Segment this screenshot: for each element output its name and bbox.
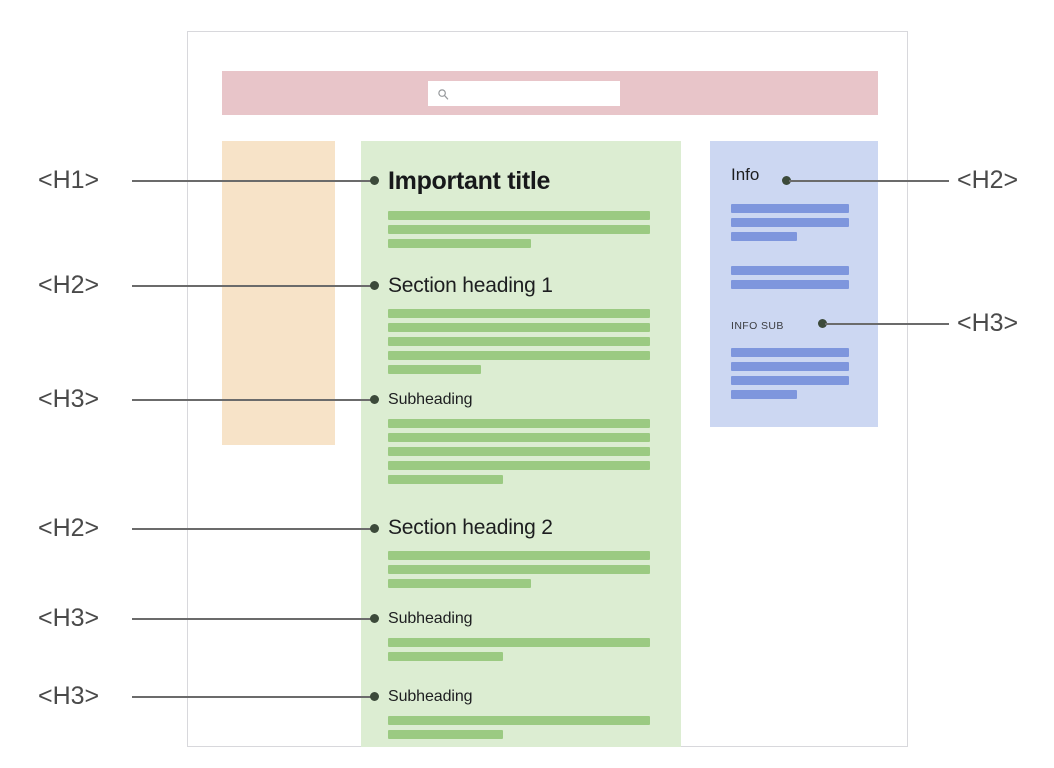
text-line: [388, 419, 650, 428]
h3-subheading-2: Subheading: [388, 610, 473, 627]
annotation-leader-line: [132, 528, 374, 530]
info-paragraph-block: [731, 204, 849, 241]
text-line: [388, 239, 531, 248]
info-paragraph-block: [731, 266, 849, 289]
annotation-leader-line: [825, 323, 949, 325]
text-line: [731, 280, 849, 289]
text-line: [388, 475, 503, 484]
info-h3: INFO SUB: [731, 320, 784, 332]
paragraph-block: [388, 551, 650, 588]
annotation-leader-line: [132, 618, 374, 620]
annotation-leader-line: [132, 180, 374, 182]
annotation-dot: [782, 176, 791, 185]
text-line: [388, 461, 650, 470]
annotation-dot: [370, 176, 379, 185]
annotation-label-h2: <H2>: [38, 271, 100, 299]
annotation-dot: [370, 281, 379, 290]
annotation-dot: [370, 692, 379, 701]
paragraph-block: [388, 716, 650, 739]
paragraph-block: [388, 309, 650, 374]
annotation-label-h3: <H3>: [38, 682, 100, 710]
annotation-label-h3: <H3>: [38, 604, 100, 632]
h2-section-heading-1: Section heading 1: [388, 274, 553, 297]
text-line: [731, 348, 849, 357]
text-line: [388, 447, 650, 456]
h1-important-title: Important title: [388, 167, 551, 195]
annotation-leader-line: [132, 399, 374, 401]
text-line: [388, 638, 650, 647]
annotation-leader-line: [132, 696, 374, 698]
annotation-dot: [370, 614, 379, 623]
h3-subheading-3: Subheading: [388, 688, 473, 705]
text-line: [388, 652, 503, 661]
text-line: [388, 730, 503, 739]
h3-subheading-1: Subheading: [388, 391, 473, 408]
paragraph-block: [388, 211, 650, 248]
annotation-label-h3: <H3>: [957, 309, 1019, 337]
h2-section-heading-2: Section heading 2: [388, 516, 553, 539]
paragraph-block: [388, 638, 650, 661]
text-line: [388, 565, 650, 574]
text-line: [388, 365, 481, 374]
annotation-dot: [370, 395, 379, 404]
search-input[interactable]: [428, 81, 620, 106]
main-content-column: Important title Section heading 1 Subhea…: [361, 141, 681, 747]
annotation-dot: [818, 319, 827, 328]
text-line: [731, 232, 797, 241]
annotation-dot: [370, 524, 379, 533]
text-line: [731, 362, 849, 371]
text-line: [731, 376, 849, 385]
left-nav-column: [222, 141, 335, 445]
annotation-leader-line: [789, 180, 949, 182]
text-line: [388, 351, 650, 360]
text-line: [388, 579, 531, 588]
text-line: [731, 204, 849, 213]
text-line: [388, 323, 650, 332]
text-line: [388, 337, 650, 346]
text-line: [388, 211, 650, 220]
info-paragraph-block: [731, 348, 849, 399]
text-line: [388, 551, 650, 560]
annotation-leader-line: [132, 285, 374, 287]
text-line: [388, 309, 650, 318]
annotation-label-h2: <H2>: [38, 514, 100, 542]
text-line: [731, 390, 797, 399]
info-sidebar-column: Info INFO SUB: [710, 141, 878, 427]
text-line: [388, 716, 650, 725]
text-line: [731, 218, 849, 227]
annotation-label-h1: <H1>: [38, 166, 100, 194]
text-line: [388, 433, 650, 442]
annotation-label-h3: <H3>: [38, 385, 100, 413]
search-icon: [438, 88, 449, 100]
annotation-label-h2: <H2>: [957, 166, 1019, 194]
text-line: [731, 266, 849, 275]
info-h2: Info: [731, 165, 760, 184]
text-line: [388, 225, 650, 234]
paragraph-block: [388, 419, 650, 484]
